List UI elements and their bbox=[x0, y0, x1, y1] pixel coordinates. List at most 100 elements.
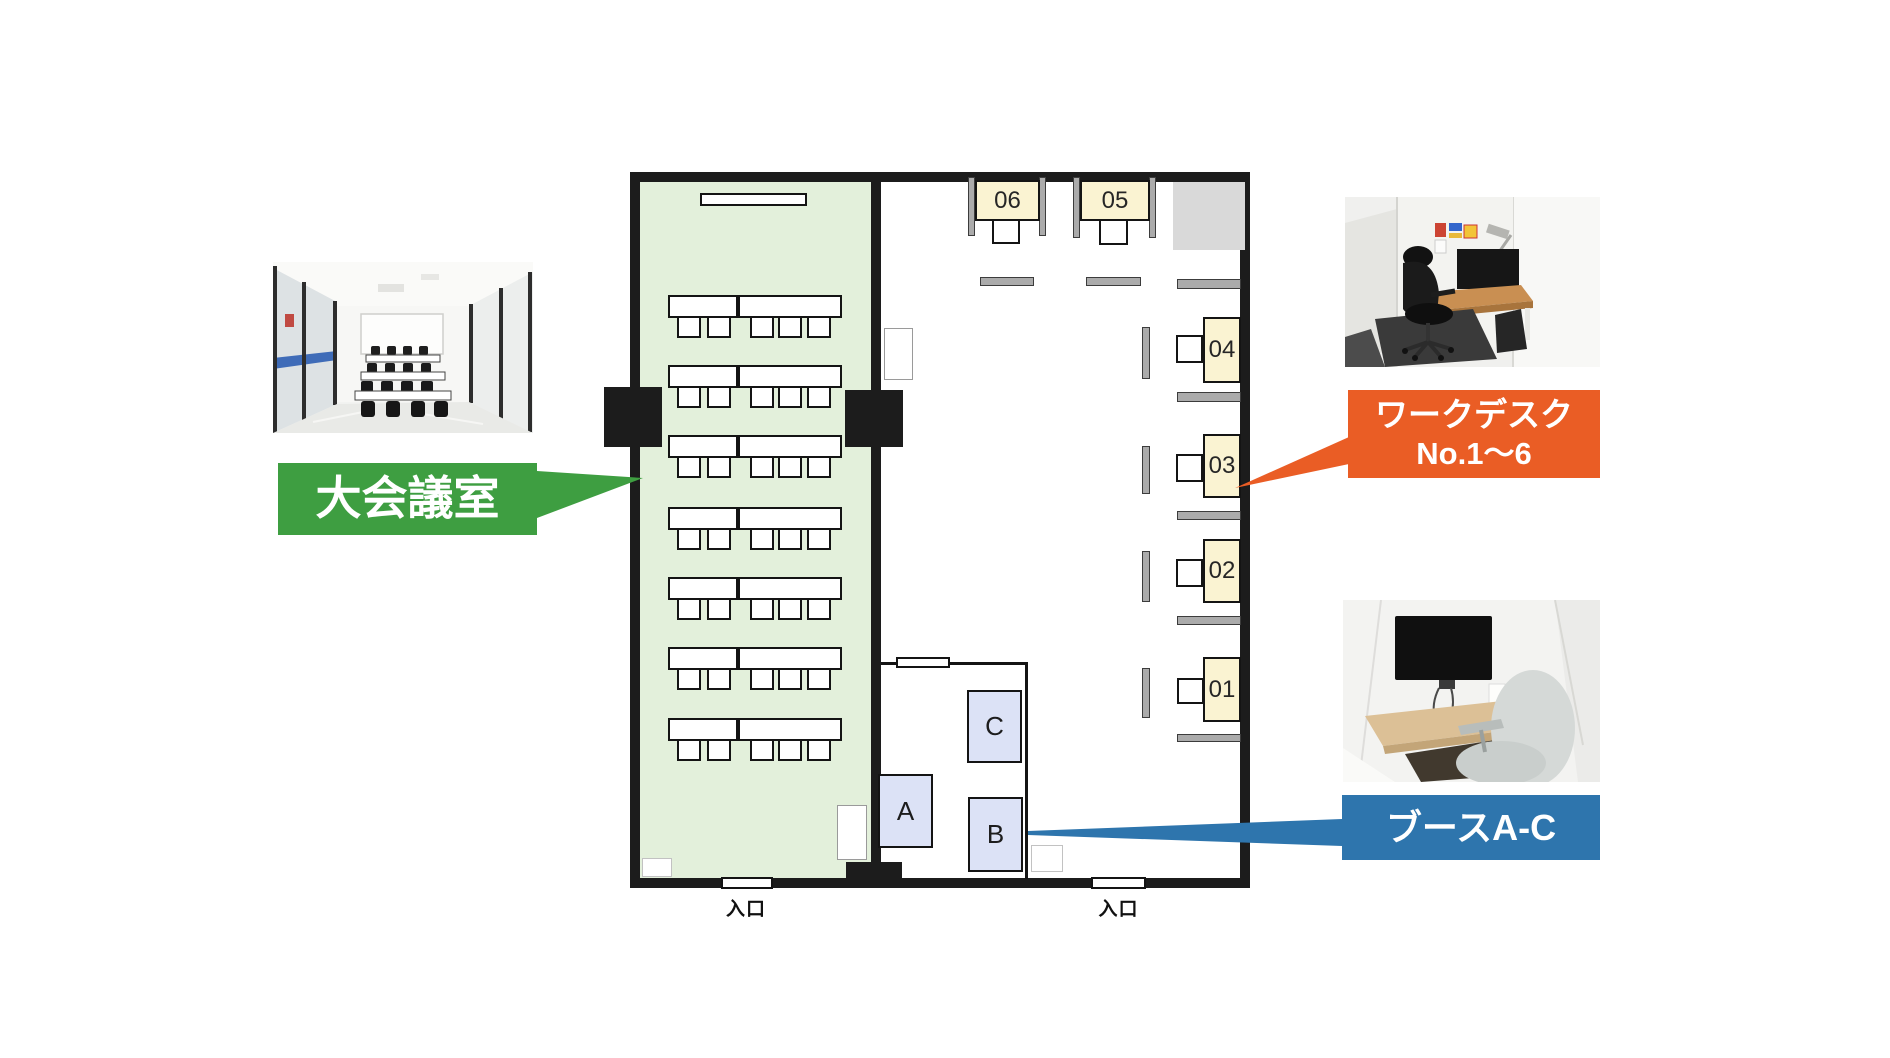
desk-01-label: 01 bbox=[1208, 675, 1236, 703]
meeting-chair bbox=[677, 528, 701, 550]
desk-03-label: 03 bbox=[1208, 452, 1236, 479]
meeting-chair bbox=[707, 386, 731, 408]
divider-bottom-door-block bbox=[846, 862, 902, 883]
partition-bar bbox=[1177, 279, 1241, 289]
entrance-left-door bbox=[721, 877, 773, 889]
meeting-chair bbox=[778, 456, 802, 478]
divider-wall bbox=[871, 172, 881, 888]
work-desk-05: 05 bbox=[1080, 180, 1150, 221]
meeting-chair bbox=[807, 386, 831, 408]
work-desk-photo-art bbox=[1345, 197, 1600, 367]
booth-photo bbox=[1343, 600, 1600, 782]
meeting-chair bbox=[707, 739, 731, 761]
meeting-chair bbox=[750, 386, 774, 408]
meeting-chair bbox=[778, 598, 802, 620]
booth-room-door bbox=[896, 657, 950, 668]
meeting-chair bbox=[807, 316, 831, 338]
meeting-room-callout-arrow bbox=[537, 471, 643, 518]
booth-photo-art bbox=[1343, 600, 1600, 782]
meeting-chair bbox=[677, 598, 701, 620]
meeting-room-photo bbox=[273, 262, 533, 433]
booth-C-label: C bbox=[985, 711, 1004, 741]
meeting-table bbox=[668, 647, 738, 670]
meeting-room-callout: 大会議室 bbox=[278, 463, 537, 535]
work-desk-photo bbox=[1345, 197, 1600, 367]
floor-marker-right bbox=[1031, 845, 1063, 872]
meeting-chair bbox=[707, 316, 731, 338]
meeting-chair bbox=[807, 528, 831, 550]
meeting-chair bbox=[707, 598, 731, 620]
meeting-table bbox=[738, 295, 842, 318]
door-panel-upper bbox=[884, 328, 913, 380]
booth-C: C bbox=[967, 690, 1022, 763]
storage-area bbox=[1173, 182, 1245, 250]
meeting-table bbox=[668, 507, 738, 530]
meeting-table bbox=[668, 365, 738, 388]
meeting-chair bbox=[807, 456, 831, 478]
meeting-chair bbox=[807, 739, 831, 761]
door-panel-meeting-room bbox=[837, 805, 867, 860]
booth-B-label: B bbox=[986, 819, 1005, 849]
meeting-chair bbox=[750, 316, 774, 338]
entrance-left-label: 入口 bbox=[725, 899, 766, 920]
meeting-chair bbox=[750, 528, 774, 550]
left-wall-door-block bbox=[604, 387, 662, 447]
meeting-chair bbox=[750, 456, 774, 478]
work-desks-callout-line1: ワークデスク bbox=[1375, 396, 1573, 433]
meeting-chair bbox=[677, 668, 701, 690]
work-desks-callout-arrow bbox=[1235, 437, 1349, 488]
meeting-chair bbox=[750, 739, 774, 761]
booth-room-top-wall bbox=[881, 662, 1027, 665]
meeting-chair bbox=[707, 456, 731, 478]
meeting-chair bbox=[807, 598, 831, 620]
desk-02-chair bbox=[1176, 559, 1203, 587]
floor-marker-left bbox=[642, 858, 672, 877]
work-desk-04: 04 bbox=[1203, 317, 1241, 383]
meeting-table bbox=[738, 435, 842, 458]
desk06-right-partition bbox=[1039, 177, 1046, 236]
partition-bar bbox=[1142, 446, 1150, 494]
booth-A: A bbox=[878, 774, 933, 848]
meeting-chair bbox=[677, 456, 701, 478]
booth-room-right-wall bbox=[1025, 662, 1028, 879]
meeting-room-callout-label: 大会議室 bbox=[315, 472, 500, 525]
meeting-chair bbox=[677, 386, 701, 408]
entrance-right-label: 入口 bbox=[1098, 899, 1139, 920]
partition-bar bbox=[1177, 734, 1241, 742]
work-desk-06: 06 bbox=[975, 180, 1040, 221]
meeting-chair bbox=[778, 668, 802, 690]
meeting-table bbox=[738, 507, 842, 530]
desk-06-chair bbox=[992, 219, 1020, 244]
partition-bar bbox=[1177, 616, 1241, 625]
work-desks-callout-line2: No.1〜6 bbox=[1416, 436, 1532, 472]
partition-bar bbox=[1086, 277, 1141, 286]
partition-bar bbox=[1177, 392, 1241, 402]
booth-A-label: A bbox=[896, 795, 915, 826]
desk-05-label: 05 bbox=[1101, 186, 1129, 214]
desk-02-label: 02 bbox=[1208, 557, 1236, 584]
meeting-table bbox=[668, 718, 738, 741]
meeting-chair bbox=[778, 739, 802, 761]
partition-bar bbox=[1177, 511, 1241, 520]
outer-wall bbox=[630, 172, 1250, 888]
meeting-chair bbox=[707, 528, 731, 550]
meeting-table bbox=[668, 577, 738, 600]
meeting-chair bbox=[750, 668, 774, 690]
desk-04-chair bbox=[1176, 335, 1203, 363]
desk-05-chair bbox=[1099, 219, 1128, 245]
partition-bar bbox=[1142, 551, 1150, 602]
divider-door-block bbox=[845, 390, 903, 447]
meeting-chair bbox=[677, 316, 701, 338]
partition-bar bbox=[1142, 668, 1150, 718]
meeting-room-photo-art bbox=[273, 262, 533, 433]
meeting-table bbox=[738, 718, 842, 741]
desk05-right-partition bbox=[1149, 177, 1156, 238]
booth-B: B bbox=[968, 797, 1023, 872]
meeting-table bbox=[668, 295, 738, 318]
meeting-table bbox=[668, 435, 738, 458]
meeting-chair bbox=[677, 739, 701, 761]
meeting-chair bbox=[707, 668, 731, 690]
meeting-table bbox=[738, 365, 842, 388]
work-desks-callout: ワークデスク No.1〜6 bbox=[1348, 390, 1600, 478]
whiteboard bbox=[700, 193, 807, 206]
